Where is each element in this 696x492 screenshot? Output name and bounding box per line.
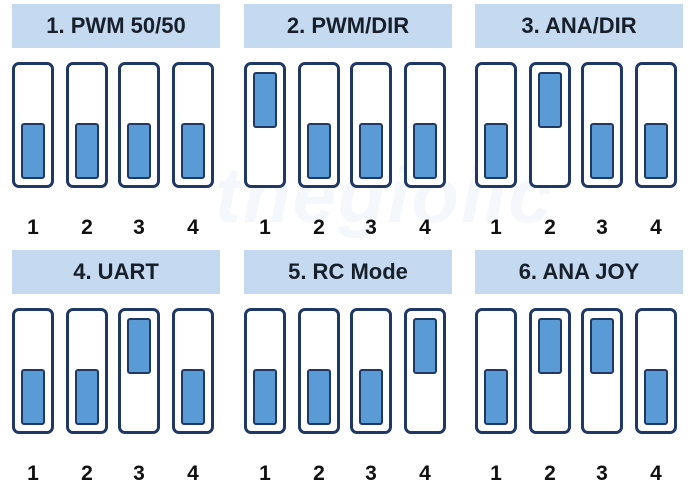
switch-knob-down: [359, 369, 383, 425]
panel-title: 5. RC Mode: [244, 250, 452, 294]
switch-number-label: 1: [259, 216, 271, 239]
switch-number-label: 3: [133, 462, 145, 485]
dip-switch-3: [581, 62, 623, 188]
switch-knob-down: [75, 123, 99, 179]
panel-title: 6. ANA JOY: [475, 250, 683, 294]
switch-knob-up: [538, 318, 562, 374]
dip-switch-3: [118, 308, 160, 434]
switch-knob-down: [75, 369, 99, 425]
switch-knob-down: [21, 123, 45, 179]
switch-number-label: 1: [490, 462, 502, 485]
dip-switch-2: [298, 62, 340, 188]
dip-switch-2: [66, 62, 108, 188]
dip-switch-2: [529, 62, 571, 188]
switch-number-label: 4: [419, 462, 431, 485]
dip-switch-3: [581, 308, 623, 434]
switch-knob-down: [127, 123, 151, 179]
switch-number-label: 4: [187, 216, 199, 239]
switch-knob-down: [307, 369, 331, 425]
panel-title: 2. PWM/DIR: [244, 4, 452, 48]
switch-number-label: 1: [490, 216, 502, 239]
switch-knob-up: [590, 318, 614, 374]
switch-number-label: 2: [544, 462, 556, 485]
switch-knob-down: [181, 369, 205, 425]
switch-knob-down: [484, 369, 508, 425]
switch-number-label: 1: [259, 462, 271, 485]
switch-knob-down: [484, 123, 508, 179]
dip-switch-1: [475, 308, 517, 434]
switch-knob-down: [21, 369, 45, 425]
switch-knob-up: [413, 318, 437, 374]
dip-switch-3: [350, 308, 392, 434]
switch-knob-down: [413, 123, 437, 179]
dip-switch-1: [244, 308, 286, 434]
dip-switch-4: [404, 308, 446, 434]
switch-number-label: 3: [596, 462, 608, 485]
switch-number-label: 4: [650, 216, 662, 239]
switch-knob-down: [644, 369, 668, 425]
dip-switch-4: [172, 308, 214, 434]
switch-number-label: 4: [650, 462, 662, 485]
switch-knob-down: [590, 123, 614, 179]
dip-switch-1: [244, 62, 286, 188]
dip-switch-4: [635, 62, 677, 188]
switch-number-label: 2: [313, 216, 325, 239]
switch-number-label: 2: [81, 216, 93, 239]
switch-knob-up: [127, 318, 151, 374]
switch-knob-down: [253, 369, 277, 425]
dip-switch-1: [475, 62, 517, 188]
switch-number-label: 1: [27, 216, 39, 239]
switch-number-label: 3: [365, 216, 377, 239]
switch-number-label: 2: [313, 462, 325, 485]
dip-switch-1: [12, 308, 54, 434]
dip-switch-4: [635, 308, 677, 434]
switch-number-label: 3: [596, 216, 608, 239]
switch-number-label: 2: [81, 462, 93, 485]
switch-knob-down: [644, 123, 668, 179]
switch-knob-down: [181, 123, 205, 179]
panel-title: 3. ANA/DIR: [475, 4, 683, 48]
switch-number-label: 3: [133, 216, 145, 239]
switch-knob-up: [253, 72, 277, 128]
switch-number-label: 4: [419, 216, 431, 239]
switch-knob-down: [359, 123, 383, 179]
panel-title: 1. PWM 50/50: [12, 4, 220, 48]
dip-switch-1: [12, 62, 54, 188]
dip-switch-2: [298, 308, 340, 434]
dip-switch-3: [118, 62, 160, 188]
switch-knob-up: [538, 72, 562, 128]
dip-switch-4: [172, 62, 214, 188]
switch-number-label: 1: [27, 462, 39, 485]
dip-switch-2: [529, 308, 571, 434]
switch-knob-down: [307, 123, 331, 179]
switch-number-label: 3: [365, 462, 377, 485]
dip-switch-2: [66, 308, 108, 434]
dip-switch-4: [404, 62, 446, 188]
dip-switch-3: [350, 62, 392, 188]
switch-number-label: 4: [187, 462, 199, 485]
switch-number-label: 2: [544, 216, 556, 239]
panel-title: 4. UART: [12, 250, 220, 294]
